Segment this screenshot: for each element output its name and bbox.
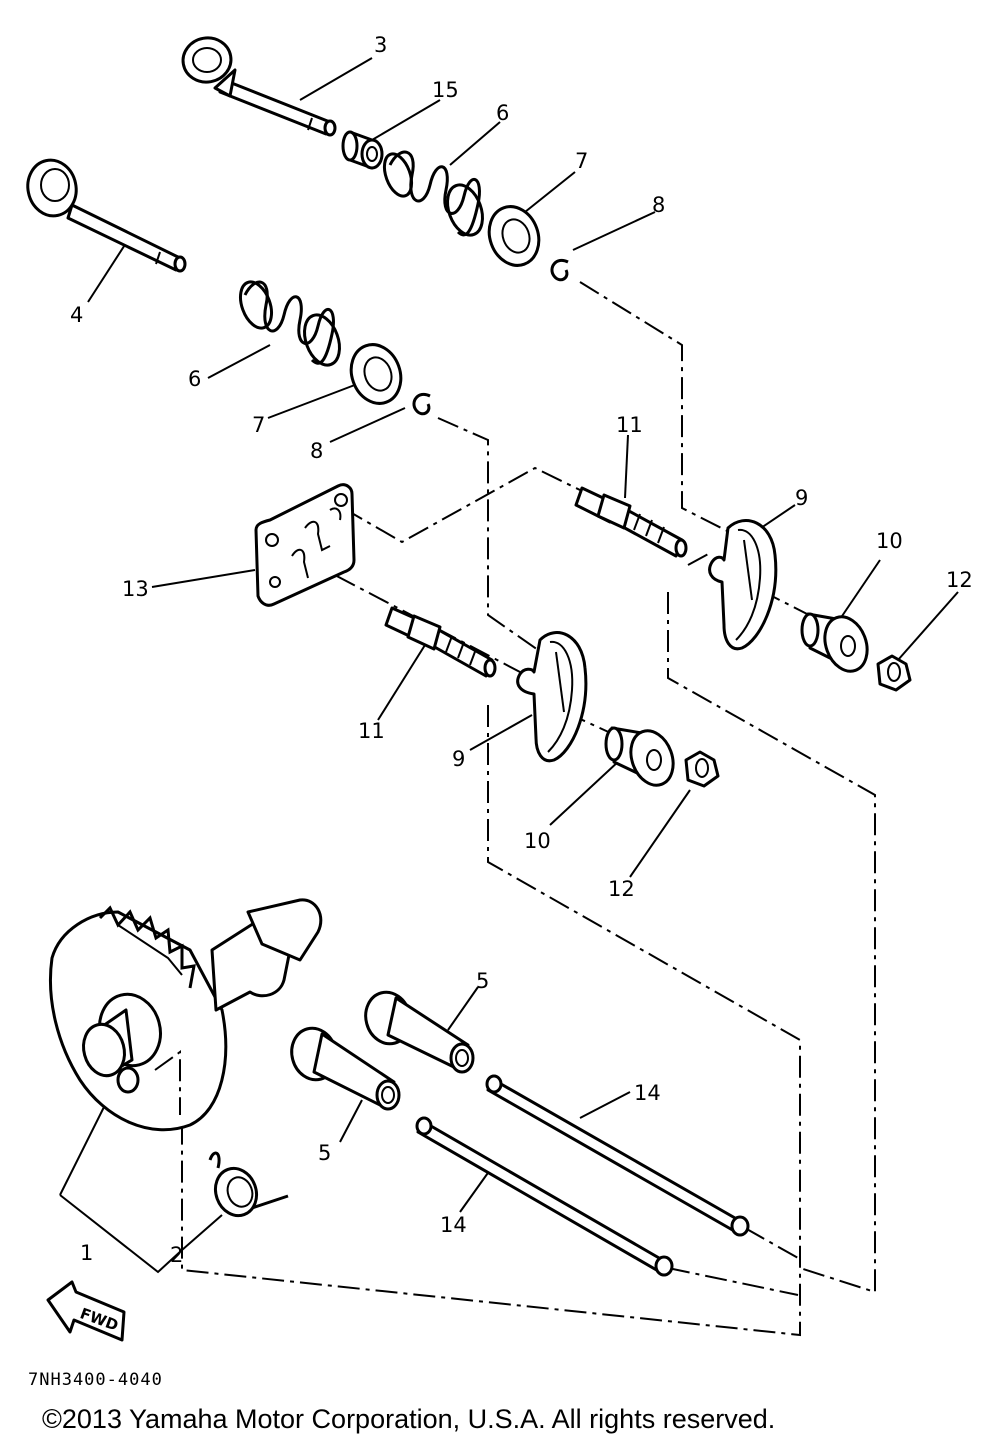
diagram-code: 7NH3400-4040 bbox=[28, 1370, 163, 1390]
push-rod-upper bbox=[485, 1074, 750, 1237]
rocker-adjuster-lower bbox=[604, 726, 675, 787]
copyright-notice: ©2013 Yamaha Motor Corporation, U.S.A. A… bbox=[42, 1404, 776, 1434]
callout-15: 15 bbox=[432, 78, 459, 102]
spring-retainer-lower bbox=[349, 343, 403, 405]
push-rod-lower bbox=[415, 1116, 674, 1277]
valve-cotter-upper bbox=[550, 259, 569, 282]
callout-1: 1 bbox=[80, 1241, 93, 1265]
callout-7: 7 bbox=[575, 149, 588, 173]
rocker-stud-lower bbox=[384, 606, 497, 678]
callout-11: 11 bbox=[358, 719, 385, 743]
callout-6: 6 bbox=[188, 367, 201, 391]
callout-11: 11 bbox=[616, 413, 643, 437]
callout-9: 9 bbox=[452, 747, 465, 771]
callout-8: 8 bbox=[652, 193, 665, 217]
camshaft-gear bbox=[48, 898, 323, 1132]
callout-13: 13 bbox=[122, 577, 149, 601]
rocker-arm-upper bbox=[708, 519, 778, 651]
callout-4: 4 bbox=[70, 303, 83, 327]
callout-9: 9 bbox=[795, 486, 808, 510]
callout-12: 12 bbox=[946, 568, 973, 592]
decompressor-spring bbox=[208, 1151, 289, 1218]
valve-lifter-upper bbox=[364, 990, 475, 1074]
rocker-stud-upper bbox=[574, 486, 688, 558]
lock-nut-upper bbox=[876, 654, 912, 692]
lock-nut-lower bbox=[684, 750, 720, 788]
callout-10: 10 bbox=[524, 829, 551, 853]
callout-10: 10 bbox=[876, 529, 903, 553]
valve-spring-lower bbox=[238, 280, 341, 367]
rocker-adjuster-upper bbox=[800, 612, 869, 673]
callout-5: 5 bbox=[318, 1141, 331, 1165]
callout-6: 6 bbox=[496, 101, 509, 125]
callout-5: 5 bbox=[476, 969, 489, 993]
callout-12: 12 bbox=[608, 877, 635, 901]
valve-cotter-lower bbox=[412, 393, 431, 416]
spring-retainer-upper bbox=[487, 205, 541, 267]
valve-upper bbox=[181, 36, 337, 137]
rocker-arm-lower bbox=[516, 631, 588, 763]
valve-lifter-lower bbox=[290, 1026, 401, 1111]
forward-arrow-icon: FWD bbox=[46, 1280, 126, 1342]
callout-labels: 3 15 6 7 8 4 6 7 8 11 9 10 12 13 11 9 10… bbox=[70, 33, 973, 1267]
callout-7: 7 bbox=[252, 413, 265, 437]
valve-seal bbox=[341, 130, 384, 170]
callout-14: 14 bbox=[634, 1081, 661, 1105]
rocker-guide-plate bbox=[254, 483, 356, 607]
assembly-lines bbox=[181, 281, 876, 1337]
valve-spring-upper bbox=[382, 150, 484, 237]
valve-lower bbox=[26, 158, 187, 273]
callout-8: 8 bbox=[310, 439, 323, 463]
callout-14: 14 bbox=[440, 1213, 467, 1237]
leader-lines bbox=[59, 57, 959, 1274]
exploded-parts-diagram: FWD 3 15 6 7 8 4 6 7 8 11 9 10 12 13 11 … bbox=[26, 33, 973, 1342]
callout-2: 2 bbox=[170, 1243, 183, 1267]
callout-3: 3 bbox=[374, 33, 387, 57]
